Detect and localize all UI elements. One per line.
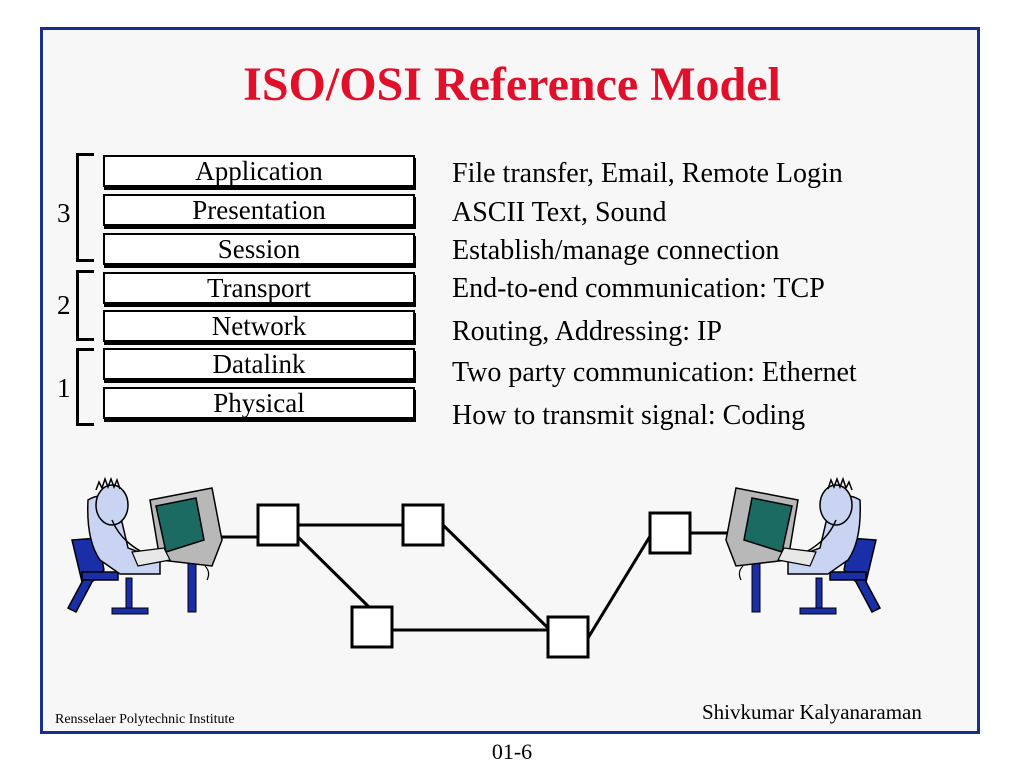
layer-session: Session bbox=[103, 233, 415, 265]
footer-author: Shivkumar Kalyanaraman bbox=[702, 700, 922, 724]
layer-network: Network bbox=[103, 310, 415, 342]
layer-application: Application bbox=[103, 155, 415, 187]
page-number: 01-6 bbox=[491, 739, 533, 764]
link-router-1-router-3 bbox=[296, 535, 372, 610]
router-node bbox=[256, 503, 300, 547]
user-computer-left-icon bbox=[66, 476, 223, 615]
desc-physical: How to transmit signal: Coding bbox=[452, 400, 806, 431]
router-node bbox=[648, 511, 692, 555]
desc-transport: End-to-end communication: TCP bbox=[452, 273, 825, 304]
desc-application: File transfer, Email, Remote Login bbox=[452, 158, 843, 189]
group-label-1: 1 bbox=[57, 373, 71, 403]
user-computer-right-icon bbox=[725, 476, 882, 615]
slide-frame bbox=[40, 27, 980, 734]
router-node bbox=[350, 605, 394, 649]
group-label-3: 3 bbox=[57, 198, 71, 228]
layer-transport: Transport bbox=[103, 272, 415, 304]
group-bracket-2 bbox=[76, 270, 94, 341]
link-router-4-router-5 bbox=[586, 532, 654, 639]
layer-presentation: Presentation bbox=[103, 194, 415, 226]
layer-physical: Physical bbox=[103, 387, 415, 419]
footer-institution: Rensselaer Polytechnic Institute bbox=[55, 712, 235, 727]
desc-datalink: Two party communication: Ethernet bbox=[452, 357, 857, 388]
group-bracket-3 bbox=[76, 153, 94, 262]
network-links bbox=[218, 523, 740, 639]
group-label-2: 2 bbox=[57, 290, 71, 320]
desc-network: Routing, Addressing: IP bbox=[452, 316, 722, 347]
desc-presentation: ASCII Text, Sound bbox=[452, 197, 667, 228]
router-node bbox=[546, 615, 590, 659]
desc-session: Establish/manage connection bbox=[452, 235, 780, 266]
link-router-2-router-4 bbox=[441, 523, 550, 630]
layer-datalink: Datalink bbox=[103, 348, 415, 380]
router-node bbox=[401, 503, 445, 547]
routers bbox=[256, 503, 692, 659]
group-bracket-1 bbox=[76, 348, 94, 426]
slide-title: ISO/OSI Reference Model bbox=[243, 58, 781, 111]
